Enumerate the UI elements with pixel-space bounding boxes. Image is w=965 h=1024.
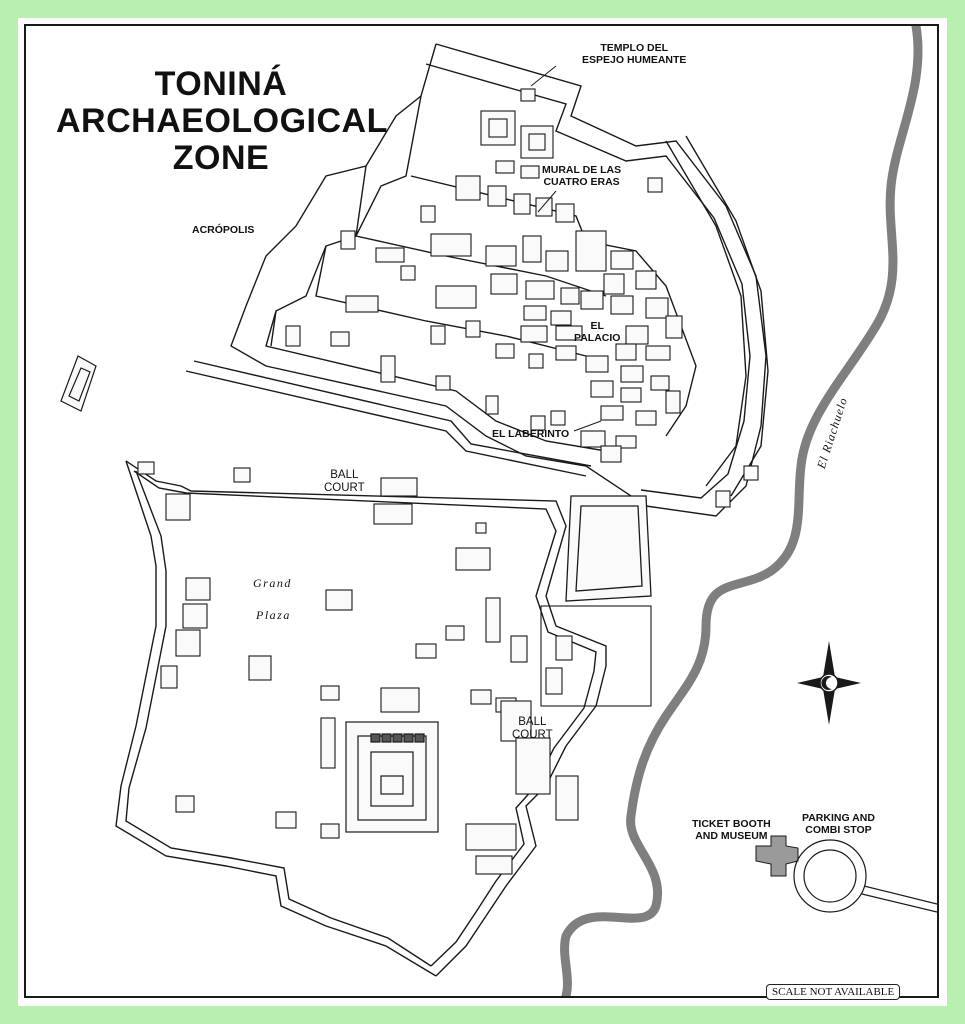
compass-rose-icon: [797, 641, 861, 725]
label-ticket-line2: AND MUSEUM: [695, 830, 768, 842]
central-pyramid: [345, 721, 439, 833]
label-parking-line2: COMBI STOP: [805, 824, 872, 836]
large-platform: [565, 495, 652, 602]
map-canvas: TONINÁ ARCHAEOLOGICAL ZONE TEMPLO DEL ES…: [24, 24, 939, 1000]
leader-lines: [530, 65, 602, 432]
label-acropolis: ACRÓPOLIS: [192, 224, 255, 236]
label-mural: MURAL DE LAS CUATRO ERAS: [542, 164, 621, 188]
label-palacio-line2: PALACIO: [574, 332, 621, 344]
label-parking-line1: PARKING AND: [802, 812, 875, 824]
west-structure: [60, 355, 97, 412]
label-ball-court-1-line1: BALL: [330, 469, 359, 481]
label-ball-court-2-line1: BALL: [518, 716, 547, 728]
map-title: TONINÁ ARCHAEOLOGICAL ZONE: [56, 65, 388, 177]
parking-combi-stop: [793, 839, 937, 913]
label-ticket-line1: TICKET BOOTH: [692, 818, 771, 830]
title-line-2: ARCHAEOLOGICAL: [56, 102, 388, 140]
label-templo-line2: ESPEJO HUMEANTE: [582, 54, 687, 66]
scale-notice: SCALE NOT AVAILABLE: [766, 984, 901, 1000]
label-ball-court-1: BALL COURT: [324, 469, 365, 495]
label-ticket-booth: TICKET BOOTH AND MUSEUM: [692, 818, 771, 842]
label-ball-court-1-line2: COURT: [324, 482, 365, 494]
label-palacio-line1: EL: [590, 320, 604, 332]
label-palacio: EL PALACIO: [574, 320, 620, 344]
label-templo-line1: TEMPLO DEL: [600, 42, 669, 54]
title-line-1: TONINÁ: [154, 65, 288, 103]
title-line-3: ZONE: [172, 139, 270, 177]
ticket-booth-building: [755, 835, 799, 877]
label-ball-court-2: BALL COURT: [512, 716, 553, 742]
label-parking: PARKING AND COMBI STOP: [802, 812, 875, 836]
label-mural-line2: CUATRO ERAS: [543, 176, 620, 188]
acropolis-structures: [285, 88, 759, 508]
map-frame: TONINÁ ARCHAEOLOGICAL ZONE TEMPLO DEL ES…: [18, 18, 947, 1006]
acropolis-terraces: [185, 43, 769, 517]
plaza-structures: [137, 461, 652, 875]
grand-plaza-outline: [115, 460, 607, 977]
label-grand: Grand: [253, 576, 292, 590]
label-mural-line1: MURAL DE LAS: [542, 164, 622, 176]
river-el-riachuelo: [560, 26, 923, 996]
label-ball-court-2-line2: COURT: [512, 729, 553, 741]
label-plaza: Plaza: [256, 608, 291, 622]
label-templo: TEMPLO DEL ESPEJO HUMEANTE: [582, 42, 686, 66]
map-drawing: [60, 26, 937, 996]
label-laberinto: EL LABERINTO: [492, 428, 570, 440]
